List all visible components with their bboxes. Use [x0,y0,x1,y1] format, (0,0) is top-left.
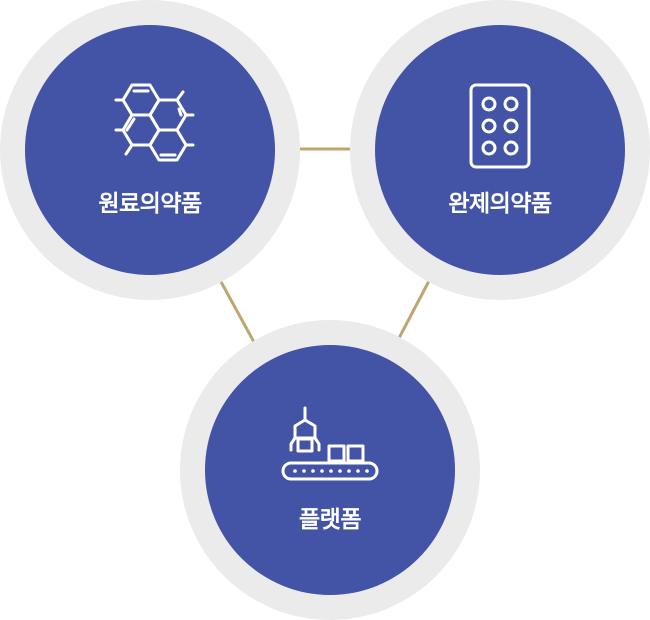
pill-blister-icon [469,83,531,169]
platform-node[interactable]: 플랫폼 [205,345,455,595]
conveyor-robot-icon [281,406,379,481]
hexagon-molecule-icon [114,83,195,162]
finished-product-node[interactable]: 완제의약품 [375,25,625,275]
finished-product-node-label: 완제의약품 [448,191,552,217]
api-node-label: 원료의약품 [98,191,202,217]
platform-node-label: 플랫폼 [299,507,361,533]
api-node[interactable]: 원료의약품 [25,25,275,275]
